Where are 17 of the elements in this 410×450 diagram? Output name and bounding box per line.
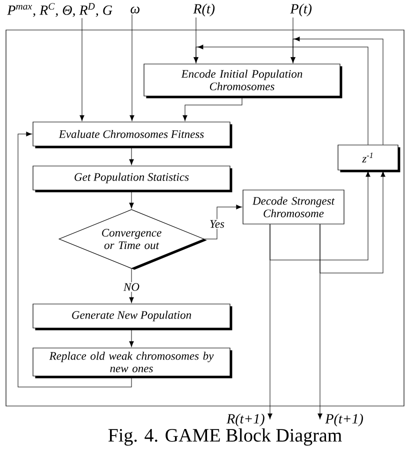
signal-label: R(t) — [193, 4, 215, 16]
process-box: Replace old weak chromosomes by new ones — [32, 348, 232, 378]
signal-label: ω — [130, 6, 140, 14]
signal-label: P(t+1) — [325, 414, 363, 426]
delay-box: z$^{-1}$ — [338, 144, 400, 172]
system-frame — [6, 30, 404, 406]
edge-label: Yes — [208, 219, 226, 229]
signal-label: P(t) — [290, 4, 312, 16]
process-box: Decode Strongest Chromosome — [242, 190, 344, 224]
signal-label: P$^{max}$, R$^{C}$, Θ, R$^{D}$, G — [7, 3, 112, 17]
caption: Fig. 4. GAME Block Diagram — [108, 428, 342, 446]
process-box: Get Population Statistics — [32, 166, 232, 192]
process-box: Evaluate Chromosomes Fitness — [32, 122, 232, 148]
process-box: Encode Initial Population Chromosomes — [144, 64, 342, 98]
process-box: Generate New Population — [32, 304, 232, 330]
edge-label: NO — [122, 282, 140, 292]
signal-label: R(t+1) — [226, 414, 264, 426]
